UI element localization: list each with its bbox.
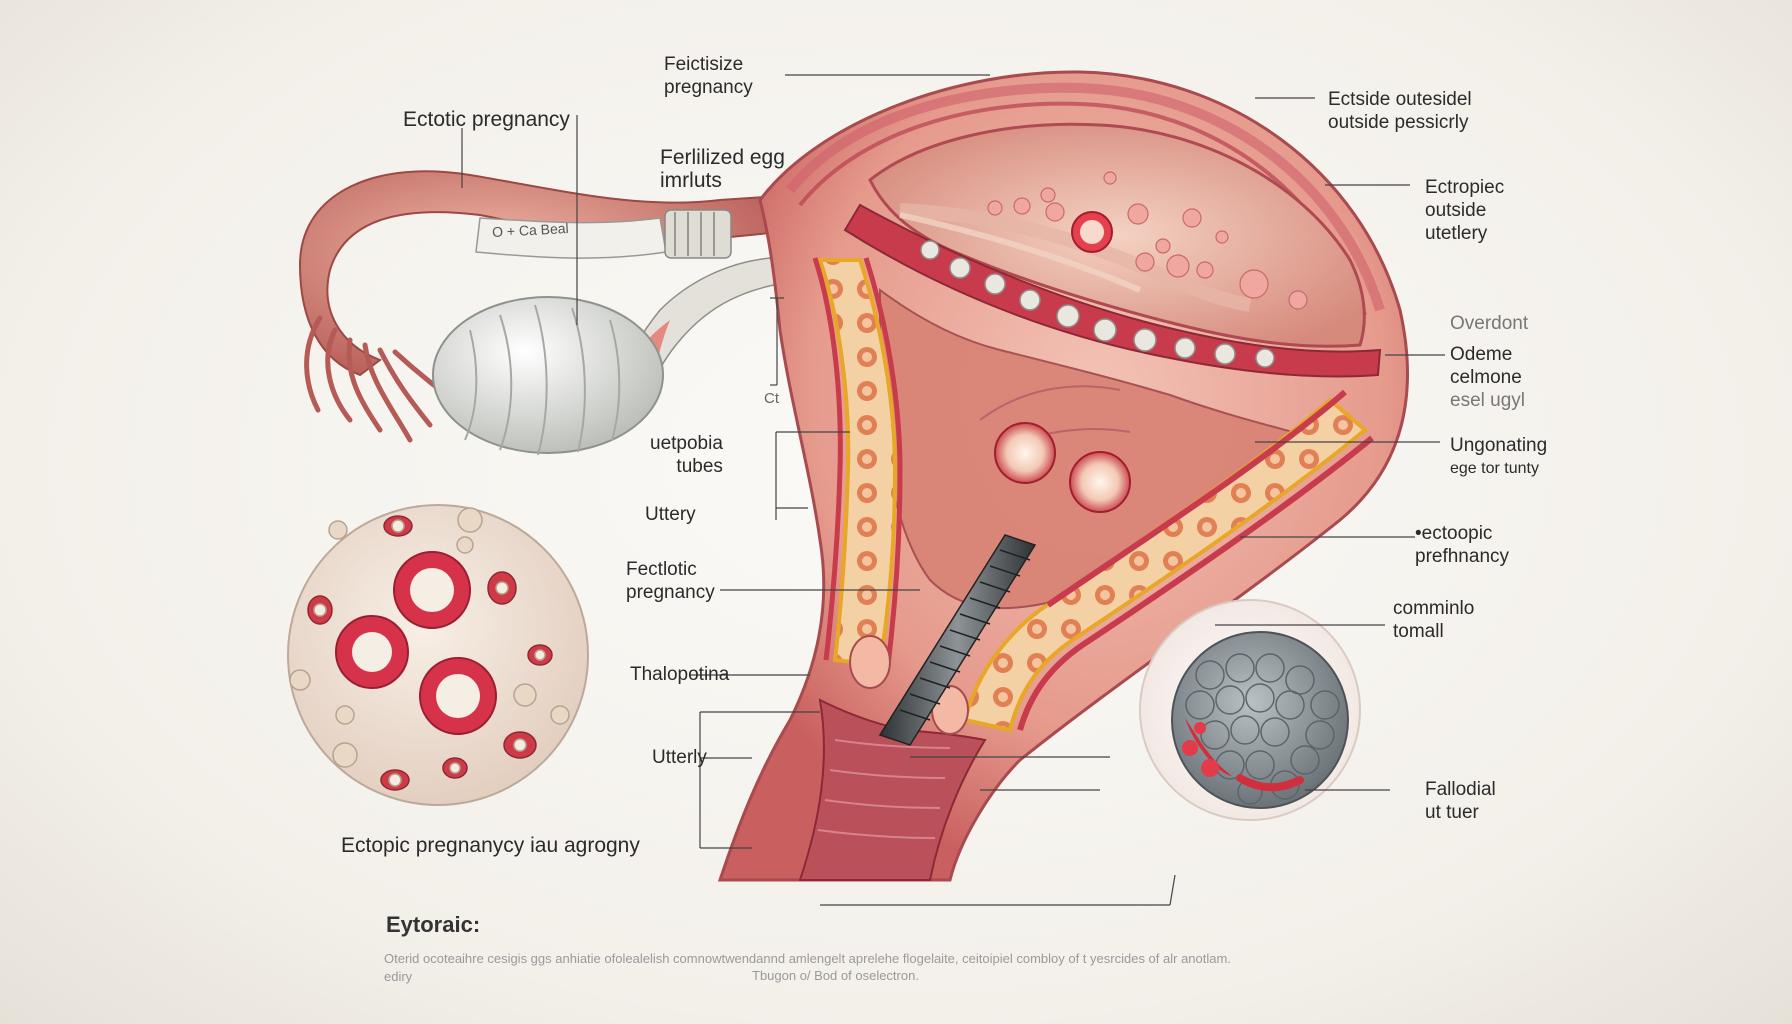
- label-uttery: Uttery: [645, 504, 696, 525]
- label-ct: Ct: [764, 390, 779, 407]
- label-overdont: Overdont: [1450, 313, 1529, 334]
- ovary: [432, 296, 664, 456]
- eggs-cluster: [987, 171, 1308, 310]
- label-utterly: Utterly: [652, 747, 707, 768]
- caption-title: Eytoraic:: [386, 912, 481, 937]
- caption-body: Oterid ocoteaihre cesigis ggs anhiatie o…: [384, 951, 1231, 984]
- leader-lines: [461, 74, 1445, 906]
- uterus: [717, 70, 1409, 882]
- caption-subline: Tbugon o/ Bod of oselectron.: [752, 968, 919, 983]
- magnified-tissue-left: [287, 504, 589, 806]
- label-thalopotina: Thalopotina: [630, 664, 730, 685]
- fallopian-tube: [298, 170, 792, 443]
- label-ectopic-pregnancy-top: Ectotic pregnancy: [403, 108, 570, 131]
- magnified-embryo-right: [1139, 599, 1361, 821]
- label-bottom-left: Ectoрic pregnanycy iau agrogny: [341, 834, 640, 857]
- instrument-rod: [878, 534, 1037, 746]
